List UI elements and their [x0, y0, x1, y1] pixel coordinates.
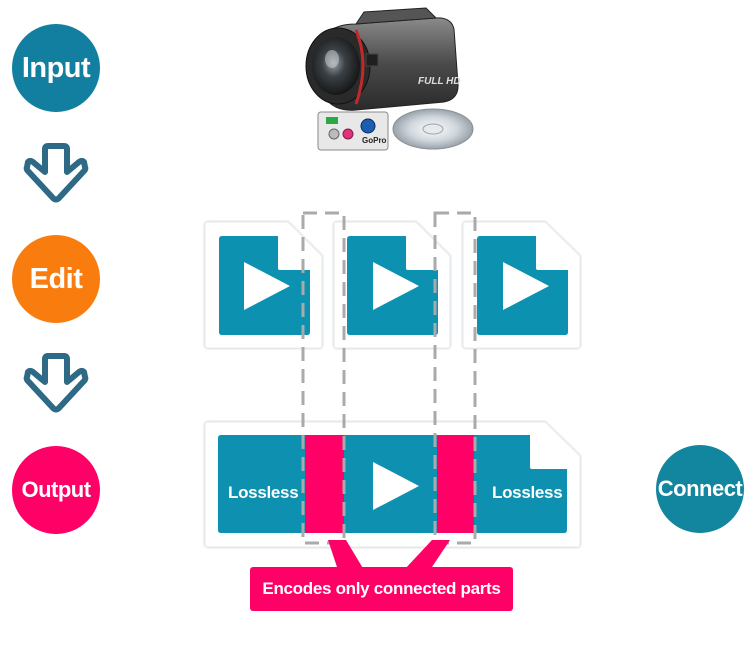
step-output-label: Output [21, 477, 91, 502]
encode-callout-label: Encodes only connected parts [262, 579, 501, 598]
encode-callout: Encodes only connected parts [250, 567, 513, 611]
connect-label: Connect [657, 476, 743, 501]
step-edit-circle: Edit [12, 235, 100, 323]
step-output-circle: Output [12, 446, 100, 534]
step-edit-label: Edit [29, 262, 83, 295]
dashed-guide-left [301, 211, 346, 545]
dashed-guide-right [433, 211, 477, 545]
lossless-left-label: Lossless [228, 483, 299, 502]
callout-pointer-right [404, 540, 450, 570]
arrow-down-icon [23, 353, 89, 413]
camera-badge-text: FULL HD [418, 76, 461, 87]
video-camera-icon: GoPro FULL HD [305, 7, 474, 151]
connect-circle: Connect [656, 445, 744, 533]
play-icon [373, 462, 419, 510]
arrow-down-icon [23, 143, 89, 203]
source-file-1 [204, 221, 323, 349]
step-input-label: Input [21, 51, 91, 84]
lossless-right-label: Lossless [492, 483, 563, 502]
encoded-segment-left [305, 435, 344, 533]
step-input-circle: Input [12, 24, 100, 112]
callout-pointer-left [328, 540, 364, 570]
middle-segment [344, 435, 437, 533]
source-file-2 [333, 221, 451, 349]
play-icon [373, 262, 419, 310]
play-icon [503, 262, 549, 310]
source-file-3 [462, 221, 581, 349]
camera-brand-text: GoPro [362, 136, 387, 145]
encoded-segment-right [437, 435, 474, 533]
play-icon [244, 262, 290, 310]
